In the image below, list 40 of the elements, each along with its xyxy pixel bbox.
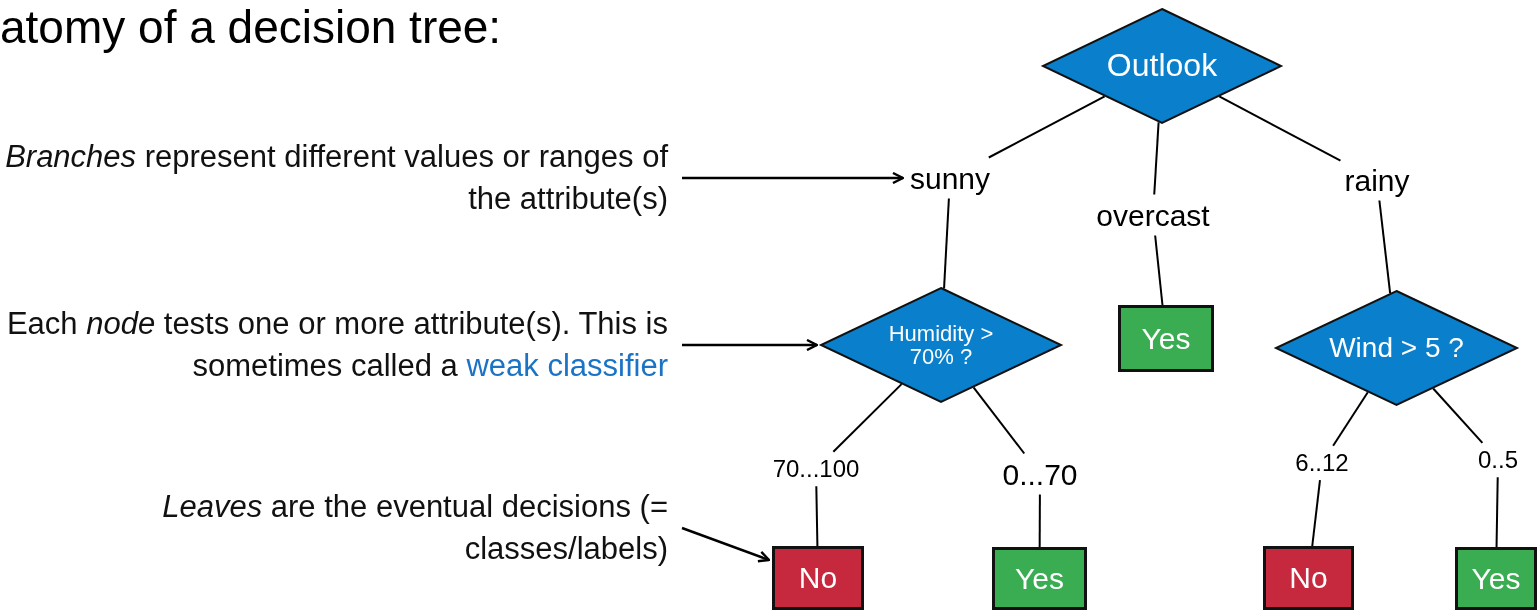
- leaf-box: No: [772, 546, 864, 610]
- branch-line: [1332, 391, 1369, 447]
- leader-arrow: [682, 171, 905, 185]
- branch-line: [815, 485, 819, 547]
- leaf-box: Yes: [992, 547, 1087, 610]
- annotation-text: Each node tests one or more attribute(s). This is sometimes called a weak classifier: [0, 303, 668, 387]
- branch-line: [1153, 121, 1160, 196]
- branch-line: [1218, 95, 1342, 162]
- node-label: Wind > 5 ?: [1329, 333, 1464, 363]
- leaf-box: Yes: [1118, 305, 1214, 372]
- node-label: Outlook: [1106, 49, 1218, 83]
- branch-line: [987, 95, 1106, 159]
- branch-label: overcast: [1096, 198, 1210, 232]
- leader-arrow: [681, 526, 771, 563]
- title: atomy of a decision tree:: [0, 0, 502, 54]
- branch-line: [1432, 387, 1484, 444]
- branch-label: 0..5: [1478, 446, 1518, 474]
- leader-arrow: [682, 338, 819, 352]
- leaf-box: No: [1263, 546, 1354, 610]
- branch-label: 0...70: [1002, 457, 1078, 491]
- branch-label: sunny: [909, 161, 991, 195]
- branch-line: [1038, 493, 1041, 548]
- branch-label: 6..12: [1295, 449, 1349, 477]
- branch-line: [972, 386, 1026, 455]
- decision-diamond: [1275, 290, 1518, 406]
- branch-line: [943, 197, 950, 290]
- annotation-text: Leaves are the eventual decisions (= classes/labels): [0, 486, 668, 570]
- node-label: Humidity > 70% ?: [887, 321, 995, 369]
- decision-diamond: [1042, 8, 1282, 124]
- branch-line: [1378, 199, 1392, 295]
- leaf-box: Yes: [1455, 547, 1537, 610]
- annotation-text: Branches represent different values or ranges of the attribute(s): [0, 136, 668, 220]
- decision-diamond: [820, 287, 1062, 403]
- branch-line: [1154, 234, 1164, 306]
- branch-label: rainy: [1344, 163, 1410, 197]
- branch-line: [1495, 476, 1499, 548]
- term-link: weak classifier: [466, 348, 668, 383]
- branch-line: [1311, 479, 1321, 547]
- branch-line: [832, 383, 903, 453]
- branch-label: 70...100: [772, 455, 860, 483]
